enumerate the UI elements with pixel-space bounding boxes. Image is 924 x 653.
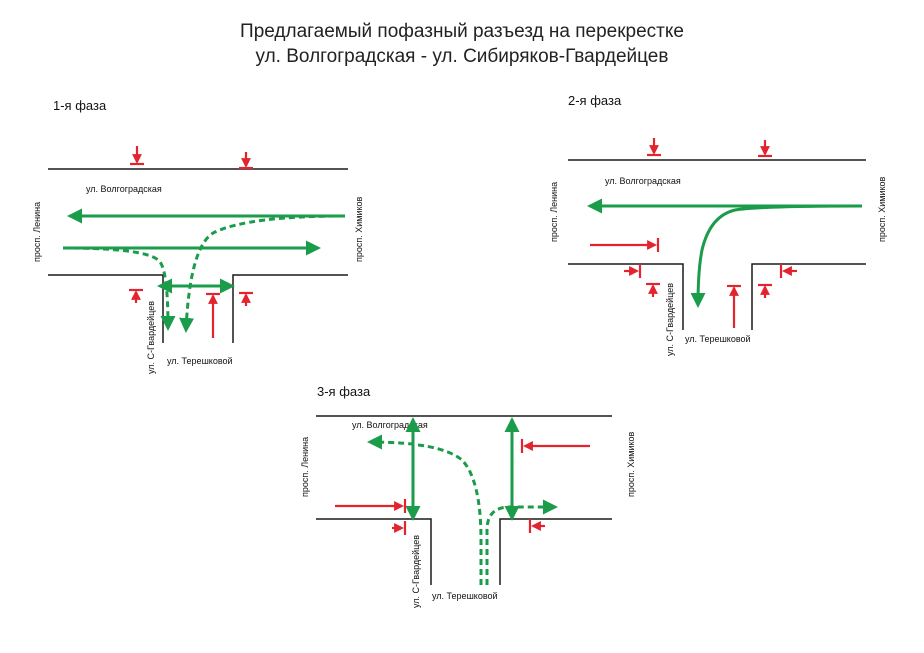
phase-2-street-main: ул. Волгоградская bbox=[605, 176, 681, 186]
phase-1-street-main: ул. Волгоградская bbox=[86, 184, 162, 194]
phase-3-green-arrows bbox=[367, 417, 558, 585]
phase-3-label: 3-я фаза bbox=[317, 384, 371, 399]
p1-arrow-left-turn bbox=[179, 214, 346, 333]
phase-2-label: 2-я фаза bbox=[568, 93, 622, 108]
phase-2-green-arrows bbox=[587, 198, 863, 308]
phase-1-street-side-right: ул. Терешковой bbox=[167, 356, 233, 366]
phase-1-label: 1-я фаза bbox=[53, 98, 107, 113]
phase-3-street-side-right: ул. Терешковой bbox=[432, 591, 498, 601]
phase-2-street-side-right: ул. Терешковой bbox=[685, 334, 751, 344]
p3-arrow-right-turn bbox=[485, 499, 558, 585]
phase-3-roads bbox=[316, 415, 612, 585]
title-line-2: ул. Волгоградская - ул. Сибиряков-Гварде… bbox=[255, 46, 669, 67]
phase-3-street-main: ул. Волгоградская bbox=[352, 420, 428, 430]
phase-3-red-stops bbox=[335, 439, 590, 535]
p3-arrow-left-turn bbox=[367, 434, 483, 585]
p1-arrow-right-turn bbox=[62, 246, 176, 331]
p2-arrow-left-turn bbox=[690, 204, 863, 308]
phase-1-red-stops bbox=[129, 146, 253, 338]
phase-2-red-stops bbox=[590, 138, 797, 328]
phase-1-green-arrows bbox=[62, 208, 346, 333]
title-line-1: Предлагаемый пофазный разъезд на перекре… bbox=[240, 21, 684, 42]
phase-2-roads bbox=[568, 159, 866, 330]
